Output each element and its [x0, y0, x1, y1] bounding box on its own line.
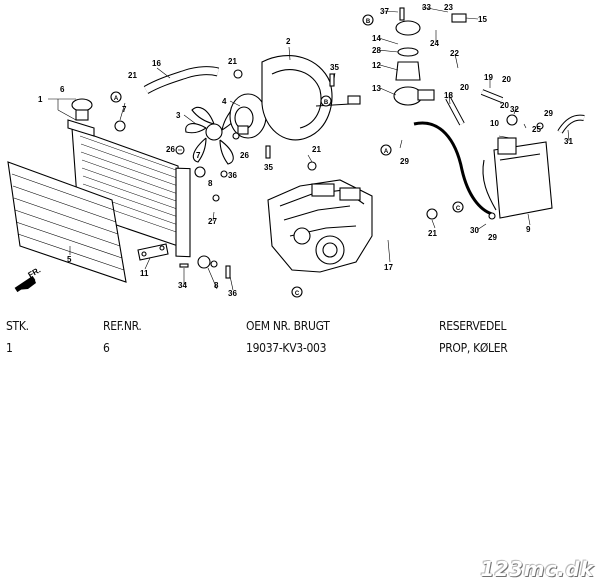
- small-hoses: [413, 89, 585, 216]
- front-direction-label: FR.: [27, 265, 43, 279]
- engine: [267, 179, 373, 273]
- header-ref-nr: REF.NR.: [103, 319, 142, 333]
- callout-19: 19: [484, 73, 493, 82]
- callout-35: 35: [330, 63, 339, 72]
- callout-35b: 35: [264, 163, 273, 172]
- callout-9: 9: [526, 225, 531, 234]
- callout-27: 27: [208, 217, 217, 226]
- ref-circle-a2: A: [384, 149, 389, 155]
- callout-7: 7: [122, 105, 127, 114]
- callout-29b: 29: [544, 109, 553, 118]
- callout-13: 13: [372, 84, 381, 93]
- callout-37: 37: [380, 7, 389, 16]
- callout-33: 33: [422, 3, 431, 12]
- callout-25: 25: [532, 125, 541, 134]
- bracket: [137, 243, 169, 261]
- callout-34: 34: [178, 281, 187, 290]
- header-oem-nr: OEM NR. BRUGT: [246, 319, 330, 333]
- callout-16: 16: [152, 59, 161, 68]
- fan-shroud: [261, 55, 361, 141]
- upper-hose: [143, 66, 220, 94]
- callout-21c: 21: [312, 145, 321, 154]
- cell-stk: 1: [6, 341, 13, 355]
- parts-table: STK. REF.NR. OEM NR. BRUGT RESERVEDEL 1 …: [6, 315, 589, 359]
- callout-10: 10: [490, 119, 499, 128]
- ref-circle-b: B: [366, 19, 371, 25]
- callout-8b: 8: [208, 179, 213, 188]
- callout-18: 18: [444, 91, 453, 100]
- fan-motor: [229, 93, 267, 139]
- callout-2: 2: [286, 37, 291, 46]
- callout-31: 31: [564, 137, 573, 146]
- header-stk: STK.: [6, 319, 29, 333]
- callout-20: 20: [502, 75, 511, 84]
- ref-circle-b2: B: [324, 100, 329, 106]
- callout-29c: 29: [488, 233, 497, 242]
- callout-5: 5: [67, 255, 72, 264]
- callout-1: 1: [38, 95, 43, 104]
- ref-circle-c2: C: [295, 291, 300, 297]
- callout-8: 8: [214, 281, 219, 290]
- front-direction-arrow: FR.: [14, 265, 43, 293]
- callout-7b: 7: [196, 151, 201, 160]
- callout-36: 36: [228, 289, 237, 298]
- watermark-logo: 123mc.dk: [480, 557, 594, 581]
- radiator-shroud: [7, 161, 127, 283]
- callout-36b: 36: [228, 171, 237, 180]
- callout-21d: 21: [428, 229, 437, 238]
- callout-12: 12: [372, 61, 381, 70]
- callout-14: 14: [372, 34, 381, 43]
- cell-ref-nr: 6: [103, 341, 110, 355]
- cell-reservedel: PROP, KØLER: [439, 341, 508, 355]
- reserve-tank: [482, 137, 553, 219]
- table-row: 1 6 19037-KV3-003 PROP, KØLER: [6, 337, 589, 359]
- leader-lines: [48, 6, 570, 291]
- callout-26b: 26: [240, 151, 249, 160]
- cell-oem-nr: 19037-KV3-003: [246, 341, 327, 355]
- header-reservedel: RESERVEDEL: [439, 319, 507, 333]
- callout-26: 26: [166, 145, 175, 154]
- callout-20c: 20: [460, 83, 469, 92]
- callout-15: 15: [478, 15, 487, 24]
- callout-6: 6: [60, 85, 65, 94]
- callout-21b: 21: [228, 57, 237, 66]
- thermostat-housing: [393, 13, 467, 106]
- bolts-and-grommets: [114, 7, 544, 279]
- callout-29: 29: [400, 157, 409, 166]
- ref-circle-a: A: [114, 96, 119, 102]
- callout-22: 22: [450, 49, 459, 58]
- callout-32: 32: [510, 105, 519, 114]
- callout-21: 21: [128, 71, 137, 80]
- callout-4: 4: [222, 97, 227, 106]
- ref-circle-c: C: [456, 206, 461, 212]
- callout-20b: 20: [500, 101, 509, 110]
- callout-17: 17: [384, 263, 393, 272]
- callout-3: 3: [176, 111, 181, 120]
- callout-24: 24: [430, 39, 439, 48]
- exploded-parts-diagram: FR. A A B B C C 1: [7, 3, 585, 298]
- callout-numbers: 1 2 3 4 5 6 7 7 8 8 9 10 11 12 13 14 15 …: [38, 3, 573, 298]
- callout-23: 23: [444, 3, 453, 12]
- callout-30: 30: [470, 226, 479, 235]
- callout-28: 28: [372, 46, 381, 55]
- reference-circles: A A B B C C: [110, 14, 464, 298]
- callout-11: 11: [140, 269, 149, 278]
- parts-table-header: STK. REF.NR. OEM NR. BRUGT RESERVEDEL: [6, 315, 589, 337]
- lower-hose: [321, 146, 435, 233]
